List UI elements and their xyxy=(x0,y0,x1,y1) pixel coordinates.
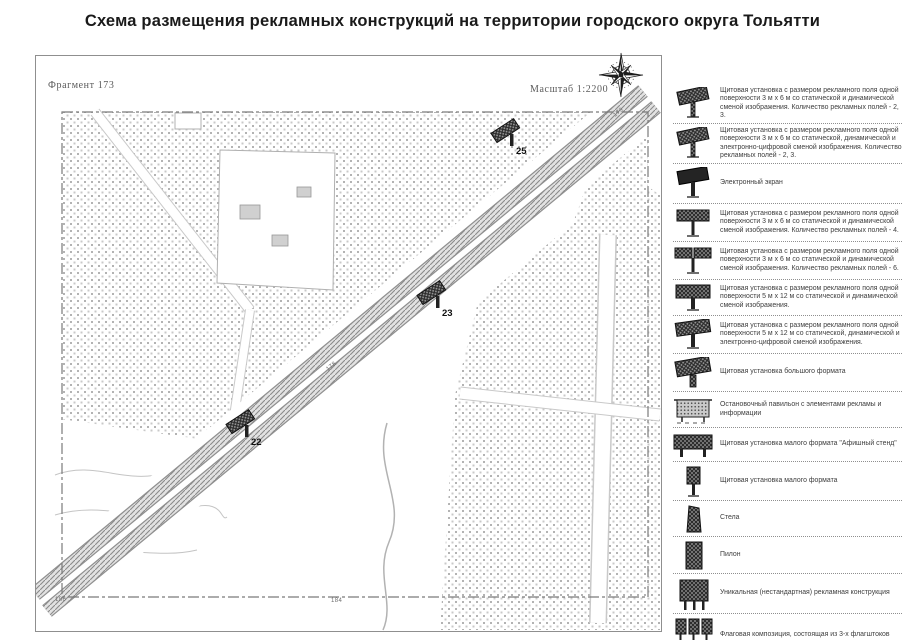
legend-item-billboard-5x12-digital: Щитовая установка с размером рекламного … xyxy=(673,316,902,354)
boundary-label-road-mid: 178 xyxy=(325,361,338,373)
map-panel: 186 184 179 178 25 23 22 Фрагме xyxy=(22,55,667,632)
legend-item-pylon: Пилон xyxy=(673,537,902,574)
legend-item-unique-construction: Уникальная (нестандартная) рекламная кон… xyxy=(673,574,902,614)
billboard-6-fields-icon xyxy=(674,247,712,274)
legend: Щитовая установка с размером рекламного … xyxy=(673,84,902,640)
fragment-boundary xyxy=(61,111,649,598)
fragment-label: Фрагмент 173 xyxy=(48,80,115,91)
legend-item-bus-shelter: Остановочный павильон с элементами рекла… xyxy=(673,392,902,428)
legend-item-billboard-3x6-digital: Щитовая установка с размером рекламного … xyxy=(673,124,902,164)
large-format-billboard-icon xyxy=(674,356,712,387)
stela-icon xyxy=(686,504,702,532)
boundary-label-top-right: 179 xyxy=(612,107,625,119)
legend-item-flag-composition: Флаговая композиция, состоящая из 3-х фл… xyxy=(673,614,902,640)
legend-item-large-format: Щитовая установка большого формата xyxy=(673,354,902,392)
map-road xyxy=(22,78,667,624)
marker-label: 25 xyxy=(516,146,527,157)
scale-label: Масштаб 1:2200 xyxy=(530,84,609,95)
legend-item-billboard-5x12-static: Щитовая установка с размером рекламного … xyxy=(673,280,902,316)
pylon-icon xyxy=(685,541,703,569)
boundary-label-bottom-center: 184 xyxy=(331,598,342,604)
marker-label: 23 xyxy=(442,308,453,319)
legend-item-stela: Стела xyxy=(673,501,902,537)
billboard-4-fields-icon xyxy=(676,209,710,237)
unique-construction-icon xyxy=(679,579,709,610)
billboard-3x6-static-icon xyxy=(676,86,710,118)
marker-label: 22 xyxy=(251,437,262,448)
small-format-billboard-icon xyxy=(686,466,701,497)
poster-stand-icon xyxy=(673,434,713,457)
map-canvas: 186 184 179 178 25 23 22 xyxy=(22,55,667,632)
legend-item-billboard-4-fields: Щитовая установка с размером рекламного … xyxy=(673,204,902,242)
map-frame xyxy=(35,55,662,632)
billboard-marker-23: 23 xyxy=(416,279,453,319)
legend-item-billboard-6-fields: Щитовая установка с размером рекламного … xyxy=(673,242,902,280)
legend-item-poster-stand: Щитовая установка малого формата "Афишны… xyxy=(673,428,902,462)
billboard-5x12-static-icon xyxy=(675,284,711,311)
flag-composition-icon xyxy=(675,618,713,640)
boundary-labels: 186 184 179 178 xyxy=(55,107,625,604)
electronic-screen-icon xyxy=(676,166,710,198)
boundary-label-bottom-left: 186 xyxy=(55,597,66,603)
billboard-3x6-digital-icon xyxy=(676,126,710,158)
compass-rose-icon xyxy=(598,52,644,98)
billboard-5x12-digital-icon xyxy=(674,318,712,349)
bus-shelter-icon xyxy=(674,398,712,423)
page-title: Схема размещения рекламных конструкций н… xyxy=(84,12,821,30)
billboard-marker-25: 25 xyxy=(490,117,527,157)
billboard-marker-22: 22 xyxy=(225,408,262,448)
legend-item-billboard-3x6-static: Щитовая установка с размером рекламного … xyxy=(673,84,902,124)
legend-item-electronic-screen: Электронный экран xyxy=(673,164,902,204)
buildings xyxy=(174,112,336,291)
legend-item-small-format: Щитовая установка малого формата xyxy=(673,462,902,501)
